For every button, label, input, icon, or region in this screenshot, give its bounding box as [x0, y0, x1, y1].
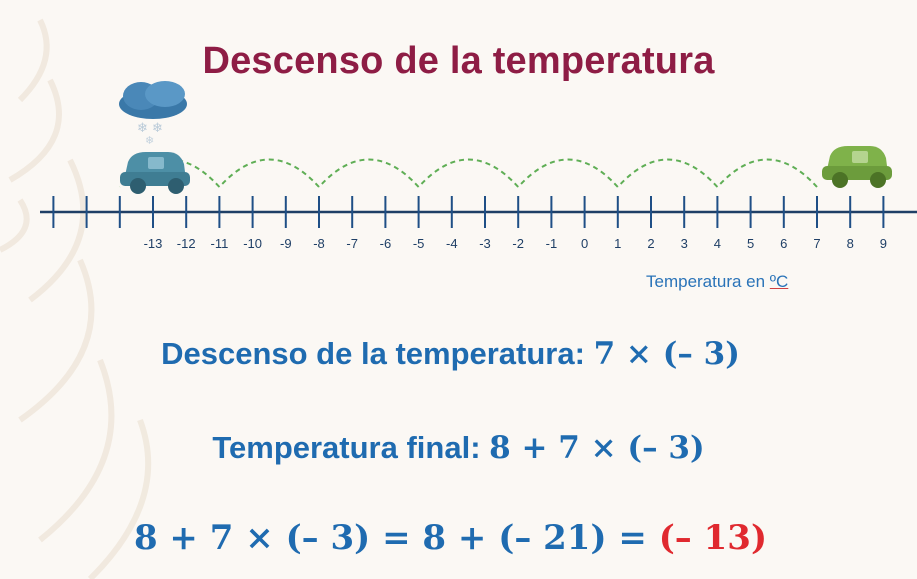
final-temperature-equation: Temperatura final: 8 + 7 × (– 3)	[0, 430, 917, 466]
unit-label-unit: ºC	[769, 272, 789, 291]
number-line-label: -5	[413, 236, 425, 251]
jump-arc	[218, 158, 320, 188]
number-line-label: -4	[446, 236, 458, 251]
number-line-label: -7	[346, 236, 358, 251]
svg-text:❄: ❄	[145, 134, 154, 147]
descent-label: Descenso de la temperatura:	[161, 336, 585, 371]
number-line-label: -8	[313, 236, 325, 251]
final-expression: 8 + 7 × (– 3)	[489, 430, 705, 466]
car-cold-icon	[120, 152, 190, 194]
car-warm-icon	[822, 146, 892, 188]
calculation-result: (– 13)	[658, 518, 768, 558]
descent-equation: Descenso de la temperatura: 7 × (– 3)	[0, 336, 909, 372]
number-line-label: 6	[780, 236, 787, 251]
number-line-label: -9	[280, 236, 292, 251]
svg-text:❄ ❄: ❄ ❄	[137, 121, 163, 136]
number-line-label: -2	[512, 236, 524, 251]
axis-unit-label: Temperatura en ºC	[646, 272, 788, 292]
number-line-label: 8	[847, 236, 854, 251]
page-title: Descenso de la temperatura	[202, 40, 715, 82]
number-line-label: 1	[614, 236, 621, 251]
unit-label-prefix: Temperatura en	[646, 272, 770, 291]
number-line-label: -10	[243, 236, 262, 251]
jump-arc	[417, 158, 519, 188]
number-line-label: -1	[546, 236, 558, 251]
number-line-label: 5	[747, 236, 754, 251]
snow-cloud-icon: ❄ ❄ ❄	[119, 81, 187, 147]
final-label: Temperatura final:	[212, 430, 481, 465]
number-line-label: -12	[177, 236, 196, 251]
number-line-label: 0	[581, 236, 588, 251]
calculation-lhs: 8 + 7 × (– 3) = 8 + (– 21) =	[133, 518, 659, 558]
calculation-equation: 8 + 7 × (– 3) = 8 + (– 21) = (– 13)	[0, 518, 909, 558]
descent-expression: 7 × (– 3)	[593, 336, 740, 372]
number-line-label: -11	[210, 236, 228, 251]
number-line-label: 9	[880, 236, 887, 251]
number-line-label: 7	[813, 236, 820, 251]
number-line-label: 4	[714, 236, 721, 251]
number-line-label: 2	[647, 236, 654, 251]
jump-arc	[716, 158, 818, 188]
jump-arc	[517, 158, 619, 188]
number-line-label: -13	[144, 236, 163, 251]
jump-arc	[617, 158, 719, 188]
number-line-label: 3	[681, 236, 688, 251]
jump-arcs	[119, 158, 818, 188]
number-line-ticks	[40, 196, 917, 228]
number-line-label: -3	[479, 236, 491, 251]
jump-arc	[318, 158, 420, 188]
number-line-label: -6	[380, 236, 392, 251]
